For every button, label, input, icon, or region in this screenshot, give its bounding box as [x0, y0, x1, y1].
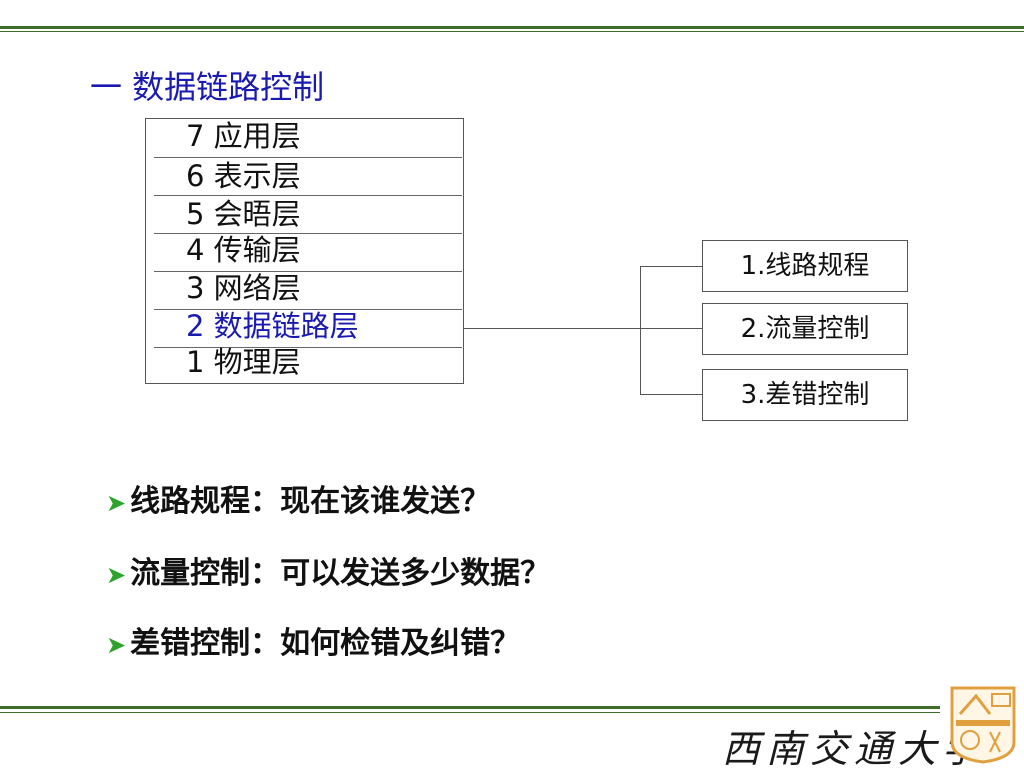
arrow-bullet-icon: ➤ — [106, 561, 127, 589]
connector-trunk — [640, 266, 641, 394]
footer-rule-thin — [0, 712, 940, 713]
connector-branch-1 — [640, 266, 702, 267]
slide-title: 一 数据链路控制 — [90, 68, 325, 106]
header-rule-thin — [0, 31, 1024, 32]
layer-divider — [154, 233, 462, 234]
layer-7: 7 应用层 — [186, 119, 301, 153]
university-name-logo: 西南交通大学 — [722, 727, 987, 771]
bullet-item: ➤流量控制：可以发送多少数据？ — [106, 556, 551, 591]
layer-divider — [154, 309, 462, 310]
arrow-bullet-icon: ➤ — [106, 489, 127, 517]
layer-divider — [154, 271, 462, 272]
connector-branch-2 — [640, 328, 702, 329]
function-line-discipline: 1.线路规程 — [702, 240, 908, 292]
layer-2: 2 数据链路层 — [186, 309, 359, 343]
bullet-item: ➤线路规程：现在该谁发送？ — [106, 484, 491, 519]
layer-3: 3 网络层 — [186, 271, 301, 305]
function-flow-control: 2.流量控制 — [702, 303, 908, 355]
layer-4: 4 传输层 — [186, 233, 301, 267]
layer-6: 6 表示层 — [186, 159, 301, 193]
footer-rule-thick — [0, 706, 940, 709]
arrow-bullet-icon: ➤ — [106, 631, 127, 659]
layer-divider — [154, 157, 462, 158]
layer-5: 5 会晤层 — [186, 197, 301, 231]
connector-branch-3 — [640, 394, 702, 395]
header-rule-thick — [0, 26, 1024, 29]
layer-1: 1 物理层 — [186, 345, 301, 379]
university-emblem-icon — [950, 686, 1016, 764]
layer-divider — [154, 195, 462, 196]
function-error-control: 3.差错控制 — [702, 369, 908, 421]
osi-layer-stack: 7 应用层 6 表示层 5 会晤层 4 传输层 3 网络层 2 数据链路层 1 … — [145, 118, 464, 384]
bullet-item: ➤差错控制：如何检错及纠错？ — [106, 626, 521, 661]
connector-main — [464, 328, 646, 329]
layer-divider — [154, 347, 462, 348]
